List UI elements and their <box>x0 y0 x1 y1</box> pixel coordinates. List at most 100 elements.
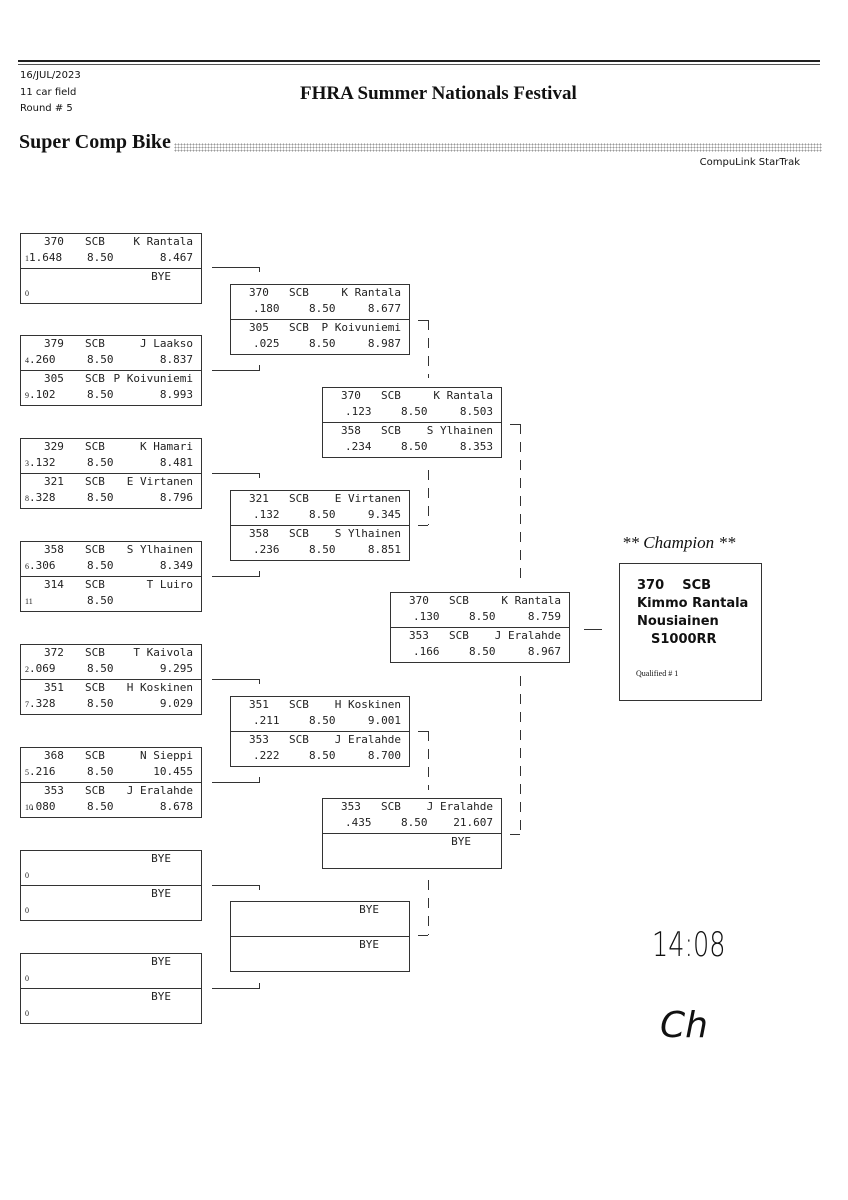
racer-name: T Luiro <box>146 578 193 591</box>
connector-tick <box>259 885 260 890</box>
connector-line <box>212 576 260 577</box>
racer-number: 321 <box>249 492 269 505</box>
seed-number: 11 <box>25 597 33 606</box>
dial-in: 8.50 <box>87 456 114 469</box>
racer-number: 370 <box>249 286 269 299</box>
elapsed-time: 8.677 <box>367 302 401 315</box>
connector-line <box>212 988 260 989</box>
racer-class: SCB <box>85 681 105 694</box>
racer-class: SCB <box>85 749 105 762</box>
bye-label: BYE <box>151 852 171 865</box>
racer-number: 314 <box>44 578 64 591</box>
connector-line <box>418 731 428 732</box>
connector-tick <box>259 267 260 272</box>
connector-tick <box>259 365 260 370</box>
dial-in: 8.50 <box>309 543 336 556</box>
racer-number: 329 <box>44 440 64 453</box>
racer-class: SCB <box>85 475 105 488</box>
connector-tick <box>259 473 260 478</box>
racer-class: SCB <box>289 698 309 711</box>
racer-number: 353 <box>341 800 361 813</box>
racer-class: SCB <box>85 784 105 797</box>
connector-dashed <box>520 676 521 834</box>
racer-name: S Ylhainen <box>426 424 493 437</box>
field-size: 11 car field <box>20 87 77 98</box>
reaction-time: .132 <box>29 456 56 469</box>
dial-in: 8.50 <box>401 405 428 418</box>
dial-in: 8.50 <box>87 491 114 504</box>
seed-number: 1 <box>25 254 29 263</box>
racer-name: P Koivuniemi <box>113 372 193 385</box>
seed-number: 0 <box>25 1009 29 1018</box>
header-rule-thin <box>18 64 820 65</box>
dial-in: 8.50 <box>87 251 114 264</box>
champion-vehicle: S1000RR <box>651 632 717 647</box>
seed-number: 8 <box>25 494 29 503</box>
elapsed-time: 8.481 <box>159 456 193 469</box>
racer-name: K Hamari <box>140 440 193 453</box>
elapsed-time: 8.993 <box>159 388 193 401</box>
racer-name: T Kaivola <box>133 646 193 659</box>
elapsed-time: 8.678 <box>159 800 193 813</box>
reaction-time: .102 <box>29 388 56 401</box>
racer-name: J Laakso <box>140 337 193 350</box>
reaction-time: .123 <box>345 405 372 418</box>
champion-qualified: Qualified # 1 <box>636 669 679 678</box>
racer-number: 372 <box>44 646 64 659</box>
elapsed-time: 8.837 <box>159 353 193 366</box>
bye-label: BYE <box>359 903 379 916</box>
handwritten-time: 14:08 <box>652 925 726 965</box>
racer-number: 370 <box>341 389 361 402</box>
reaction-time: .236 <box>253 543 280 556</box>
champion-hometown: Nousiainen <box>637 614 719 629</box>
racer-class: SCB <box>289 527 309 540</box>
bye-label: BYE <box>151 955 171 968</box>
elapsed-time: 9.345 <box>367 508 401 521</box>
reaction-time: .216 <box>29 765 56 778</box>
racer-class: SCB <box>85 646 105 659</box>
bye-label: BYE <box>451 835 471 848</box>
reaction-time: .260 <box>29 353 56 366</box>
racer-number: 358 <box>44 543 64 556</box>
bye-label: BYE <box>151 887 171 900</box>
reaction-time: .132 <box>253 508 280 521</box>
racer-name: K Rantala <box>433 389 493 402</box>
racer-name: H Koskinen <box>334 698 401 711</box>
connector-line <box>212 473 260 474</box>
elapsed-time: 21.607 <box>453 816 493 829</box>
champion-heading: ** Champion ** <box>622 533 736 552</box>
bracket-slot: BYE <box>231 902 409 936</box>
reaction-time: .080 <box>29 800 56 813</box>
connector-tick <box>259 571 260 576</box>
racer-number: 358 <box>249 527 269 540</box>
reaction-time: .166 <box>413 645 440 658</box>
racer-number: 351 <box>44 681 64 694</box>
racer-class: SCB <box>381 800 401 813</box>
connector-tick <box>259 777 260 782</box>
seed-number: 4 <box>25 356 29 365</box>
reaction-time: .069 <box>29 662 56 675</box>
racer-class: SCB <box>289 492 309 505</box>
dial-in: 8.50 <box>401 440 428 453</box>
racer-class: SCB <box>85 578 105 591</box>
elapsed-time: 9.029 <box>159 697 193 710</box>
dial-in: 8.50 <box>469 645 496 658</box>
racer-class: SCB <box>449 629 469 642</box>
event-date: 16/JUL/2023 <box>20 70 81 81</box>
connector-dashed <box>428 320 429 378</box>
racer-number: 353 <box>409 629 429 642</box>
software-brand: CompuLink StarTrak <box>699 157 800 168</box>
